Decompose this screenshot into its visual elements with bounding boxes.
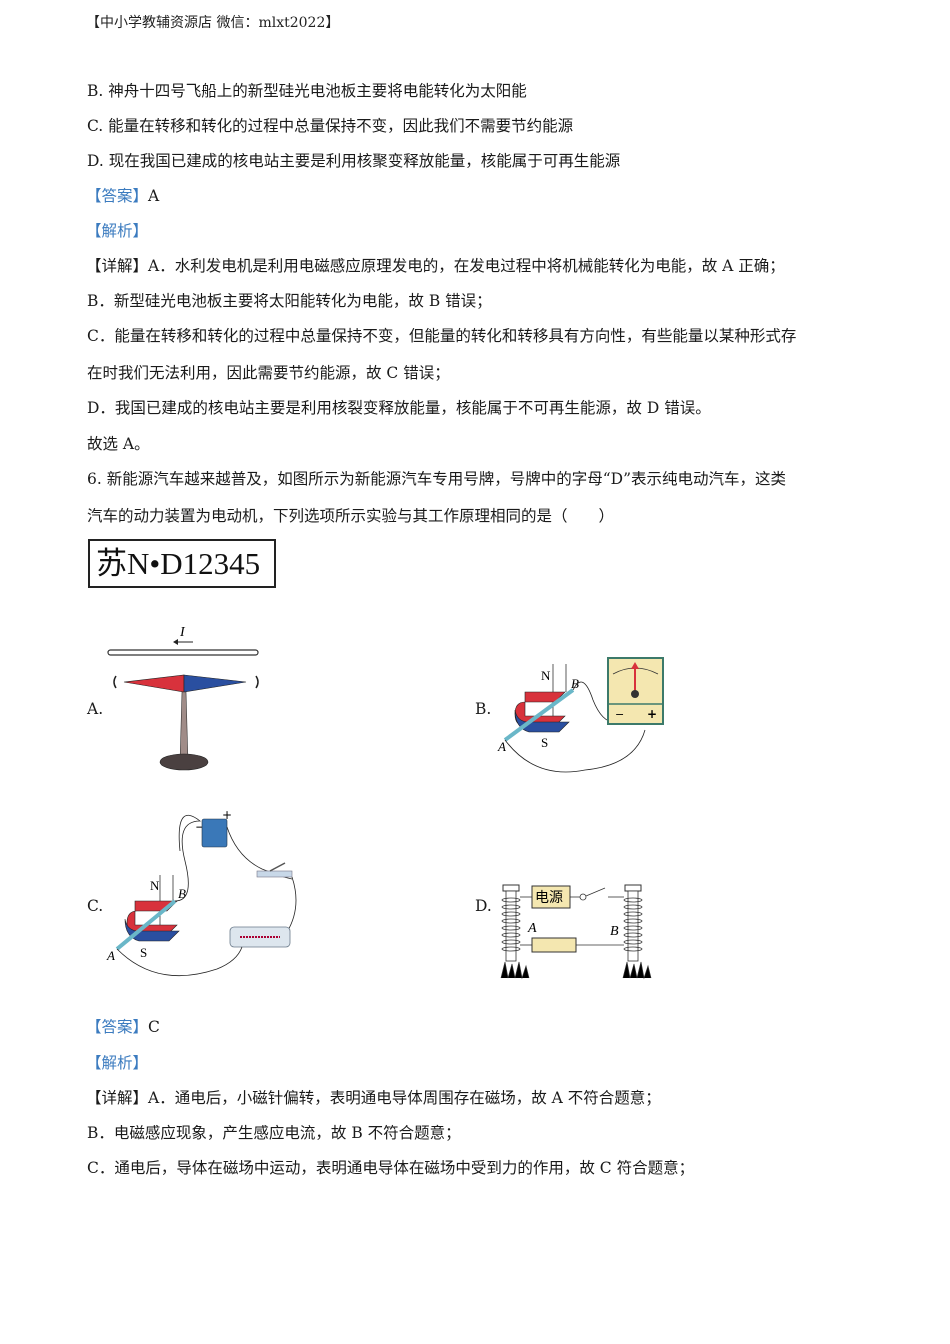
figure-a-compass-diagram: I xyxy=(107,625,259,771)
figure-d-electromagnet-diagram: 电源 A B xyxy=(500,884,652,980)
point-b-label: B xyxy=(610,924,619,939)
answer-value: C xyxy=(148,1018,160,1036)
q6-detail-c: C．通电后，导体在磁场中运动，表明通电导体在磁场中受到力的作用，故 C 符合题意… xyxy=(87,1159,695,1177)
q5-detail-d: D．我国已建成的核电站主要是利用核裂变释放能量，核能属于不可再生能源，故 D 错… xyxy=(87,399,711,417)
answer-value: A xyxy=(148,187,160,205)
detail-label: 【详解】 xyxy=(86,257,149,275)
battery-plus-label: + xyxy=(222,808,232,822)
q6-analysis-label: 【解析】 xyxy=(86,1054,149,1072)
q5-detail-a: 【详解】A．水利发电机是利用电磁感应原理发电的，在发电过程中将机械能转化为电能，… xyxy=(86,256,785,276)
detail-text: A．水利发电机是利用电磁感应原理发电的，在发电过程中将机械能转化为电能，故 A … xyxy=(148,257,785,275)
q5-option-d: D. 现在我国已建成的核电站主要是利用核聚变释放能量，核能属于可再生能源 xyxy=(87,152,621,170)
q5-option-c: C. 能量在转移和转化的过程中总量保持不变，因此我们不需要节约能源 xyxy=(87,117,574,135)
point-a-label: A xyxy=(106,948,115,963)
svg-text:+: + xyxy=(647,707,657,721)
q5-conclusion: 故选 A。 xyxy=(87,435,150,453)
figure-b-induction-diagram: N B S A − + xyxy=(497,657,664,773)
point-a-label: A xyxy=(527,921,537,936)
answer-label: 【答案】 xyxy=(86,1018,149,1036)
answer-label: 【答案】 xyxy=(86,187,149,205)
power-source-label: 电源 xyxy=(535,890,563,906)
battery-minus-label: − xyxy=(195,820,205,834)
figure-d-label: D. xyxy=(475,897,492,915)
q5-answer: 【答案】A xyxy=(86,186,159,206)
q5-detail-c2: 在时我们无法利用，因此需要节约能源，故 C 错误； xyxy=(87,364,450,382)
detail-text: A．通电后，小磁针偏转，表明通电导体周围存在磁场，故 A 不符合题意； xyxy=(148,1089,661,1107)
current-symbol: I xyxy=(179,625,186,640)
svg-text:−: − xyxy=(615,708,624,721)
page-header: 【中小学教辅资源店 微信：mlxt2022】 xyxy=(86,15,340,31)
north-pole-label: N xyxy=(541,668,551,683)
q6-stem-line1: 6. 新能源汽车越来越普及，如图所示为新能源汽车专用号牌，号牌中的字母“D”表示… xyxy=(87,470,786,488)
q6-detail-b: B．电磁感应现象，产生感应电流，故 B 不符合题意； xyxy=(87,1124,461,1142)
q5-detail-c1: C．能量在转移和转化的过程中总量保持不变，但能量的转化和转移具有方向性，有些能量… xyxy=(87,327,797,345)
q5-analysis-label: 【解析】 xyxy=(86,222,149,240)
south-pole-label: S xyxy=(140,945,147,960)
detail-label: 【详解】 xyxy=(86,1089,149,1107)
figure-a-label: A. xyxy=(87,700,104,718)
figure-c-label: C. xyxy=(87,897,104,915)
q5-detail-b: B．新型硅光电池板主要将太阳能转化为电能，故 B 错误； xyxy=(87,292,492,310)
point-b-label: B xyxy=(178,886,186,901)
q6-detail-a: 【详解】A．通电后，小磁针偏转，表明通电导体周围存在磁场，故 A 不符合题意； xyxy=(86,1088,661,1108)
figure-b-label: B. xyxy=(475,700,492,718)
q6-stem-line2: 汽车的动力装置为电动机，下列选项所示实验与其工作原理相同的是（ ） xyxy=(87,507,615,525)
south-pole-label: S xyxy=(541,735,548,750)
q5-option-b: B. 神舟十四号飞船上的新型硅光电池板主要将电能转化为太阳能 xyxy=(87,82,527,100)
point-a-label: A xyxy=(497,739,506,754)
q6-answer: 【答案】C xyxy=(86,1017,160,1037)
north-pole-label: N xyxy=(150,878,160,893)
license-plate: 苏N•D12345 xyxy=(88,539,276,588)
figure-c-motor-diagram: N B S A + − xyxy=(106,808,297,977)
point-b-label: B xyxy=(571,676,579,691)
